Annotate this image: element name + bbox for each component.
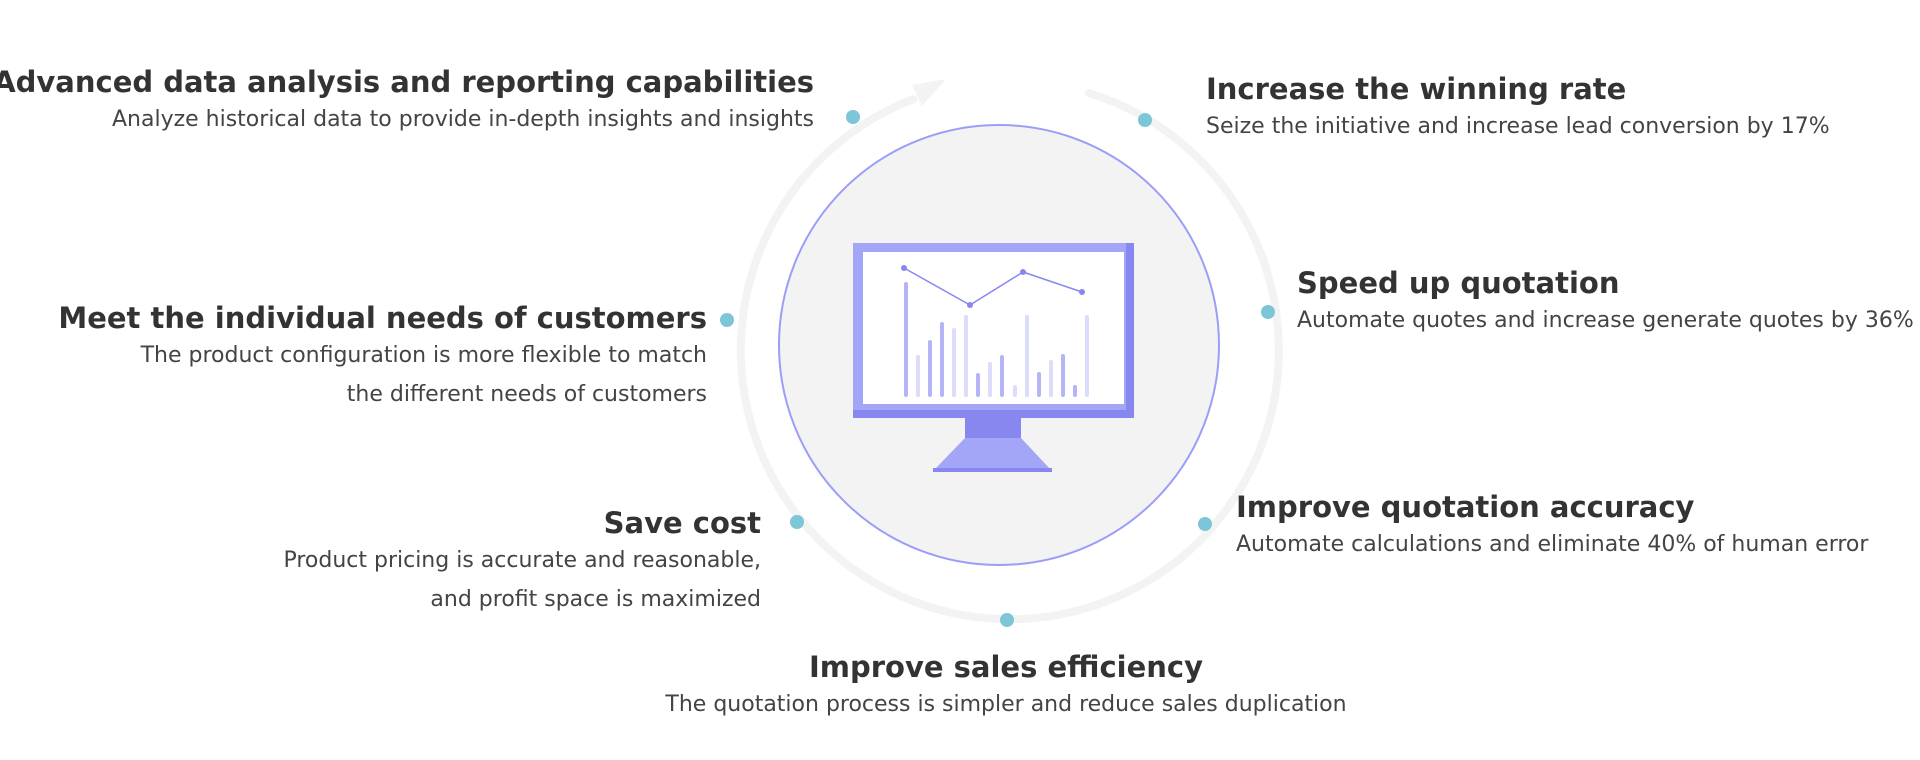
chart-bar bbox=[1061, 354, 1065, 397]
chart-bar bbox=[904, 282, 908, 397]
feature-description-line: and profit space is maximized bbox=[430, 587, 761, 612]
feature-quotation-accuracy: Improve quotation accuracy Automate calc… bbox=[1236, 489, 1868, 564]
ring-dot-analysis bbox=[846, 110, 860, 124]
feature-title: Save cost bbox=[603, 506, 761, 540]
arrow-icon bbox=[912, 79, 946, 106]
feature-description: The product configuration is more flexib… bbox=[58, 336, 707, 414]
trend-line bbox=[903, 267, 1083, 306]
ring-dot-speed bbox=[1261, 305, 1275, 319]
ring-dot-efficiency bbox=[1000, 613, 1014, 627]
feature-description: Automate quotes and increase generate qu… bbox=[1297, 301, 1914, 340]
chart-bar bbox=[964, 315, 968, 397]
trend-point bbox=[1079, 289, 1085, 295]
feature-title: Advanced data analysis and reporting cap… bbox=[0, 65, 814, 99]
trend-point bbox=[1020, 269, 1026, 275]
feature-description: Analyze historical data to provide in-de… bbox=[0, 100, 814, 139]
chart-bar bbox=[1025, 315, 1029, 397]
chart-bar bbox=[1073, 385, 1077, 397]
feature-description-line: Automate quotes and increase generate qu… bbox=[1297, 308, 1914, 333]
monitor-neck bbox=[965, 418, 1021, 438]
feature-description-line: Seize the initiative and increase lead c… bbox=[1206, 114, 1830, 139]
chart-bar bbox=[940, 322, 944, 397]
feature-description: Product pricing is accurate and reasonab… bbox=[283, 541, 761, 619]
feature-save-cost: Save cost Product pricing is accurate an… bbox=[283, 505, 761, 619]
chart-bar bbox=[952, 328, 956, 397]
feature-sales-efficiency: Improve sales efficiency The quotation p… bbox=[0, 649, 1920, 724]
ring-dot-cost bbox=[790, 515, 804, 529]
feature-description-line: Product pricing is accurate and reasonab… bbox=[283, 548, 761, 573]
feature-individual-needs: Meet the individual needs of customers T… bbox=[58, 300, 707, 414]
chart-bar bbox=[1049, 360, 1053, 397]
feature-description-line: The quotation process is simpler and red… bbox=[665, 692, 1347, 717]
feature-title: Increase the winning rate bbox=[1206, 72, 1627, 106]
chart-bar bbox=[1037, 372, 1041, 397]
monitor-screen bbox=[863, 252, 1124, 404]
chart-bar bbox=[1085, 315, 1089, 397]
feature-description-line: Automate calculations and eliminate 40% … bbox=[1236, 532, 1869, 557]
feature-analysis: Advanced data analysis and reporting cap… bbox=[0, 64, 814, 139]
monitor-chart-icon bbox=[853, 243, 1134, 472]
monitor-stand bbox=[934, 438, 1051, 470]
feature-title: Improve sales efficiency bbox=[808, 650, 1203, 684]
feature-description: The quotation process is simpler and red… bbox=[0, 685, 1920, 724]
chart-bar bbox=[916, 355, 920, 397]
feature-description-line: Analyze historical data to provide in-de… bbox=[111, 107, 814, 132]
feature-title: Meet the individual needs of customers bbox=[58, 301, 707, 335]
feature-speed-up-quotation: Speed up quotation Automate quotes and i… bbox=[1297, 265, 1914, 340]
ring-dot-winning bbox=[1138, 113, 1152, 127]
ring-dot-individual bbox=[720, 313, 734, 327]
feature-winning-rate: Increase the winning rate Seize the init… bbox=[1206, 71, 1830, 146]
trend-point bbox=[901, 265, 907, 271]
chart-bar bbox=[1000, 355, 1004, 397]
feature-description-line: the different needs of customers bbox=[346, 382, 707, 407]
monitor-base bbox=[933, 468, 1052, 472]
feature-description-line: The product configuration is more flexib… bbox=[140, 343, 707, 368]
chart-bar bbox=[988, 362, 992, 397]
chart-bar bbox=[928, 340, 932, 397]
outer-ring bbox=[736, 89, 1283, 624]
feature-title: Speed up quotation bbox=[1297, 266, 1620, 300]
chart-bar bbox=[976, 373, 980, 397]
ring-dot-accuracy bbox=[1198, 517, 1212, 531]
chart-bar bbox=[1013, 385, 1017, 397]
feature-title: Improve quotation accuracy bbox=[1236, 490, 1695, 524]
trend-point bbox=[967, 302, 973, 308]
feature-description: Automate calculations and eliminate 40% … bbox=[1236, 525, 1868, 564]
feature-description: Seize the initiative and increase lead c… bbox=[1206, 107, 1830, 146]
